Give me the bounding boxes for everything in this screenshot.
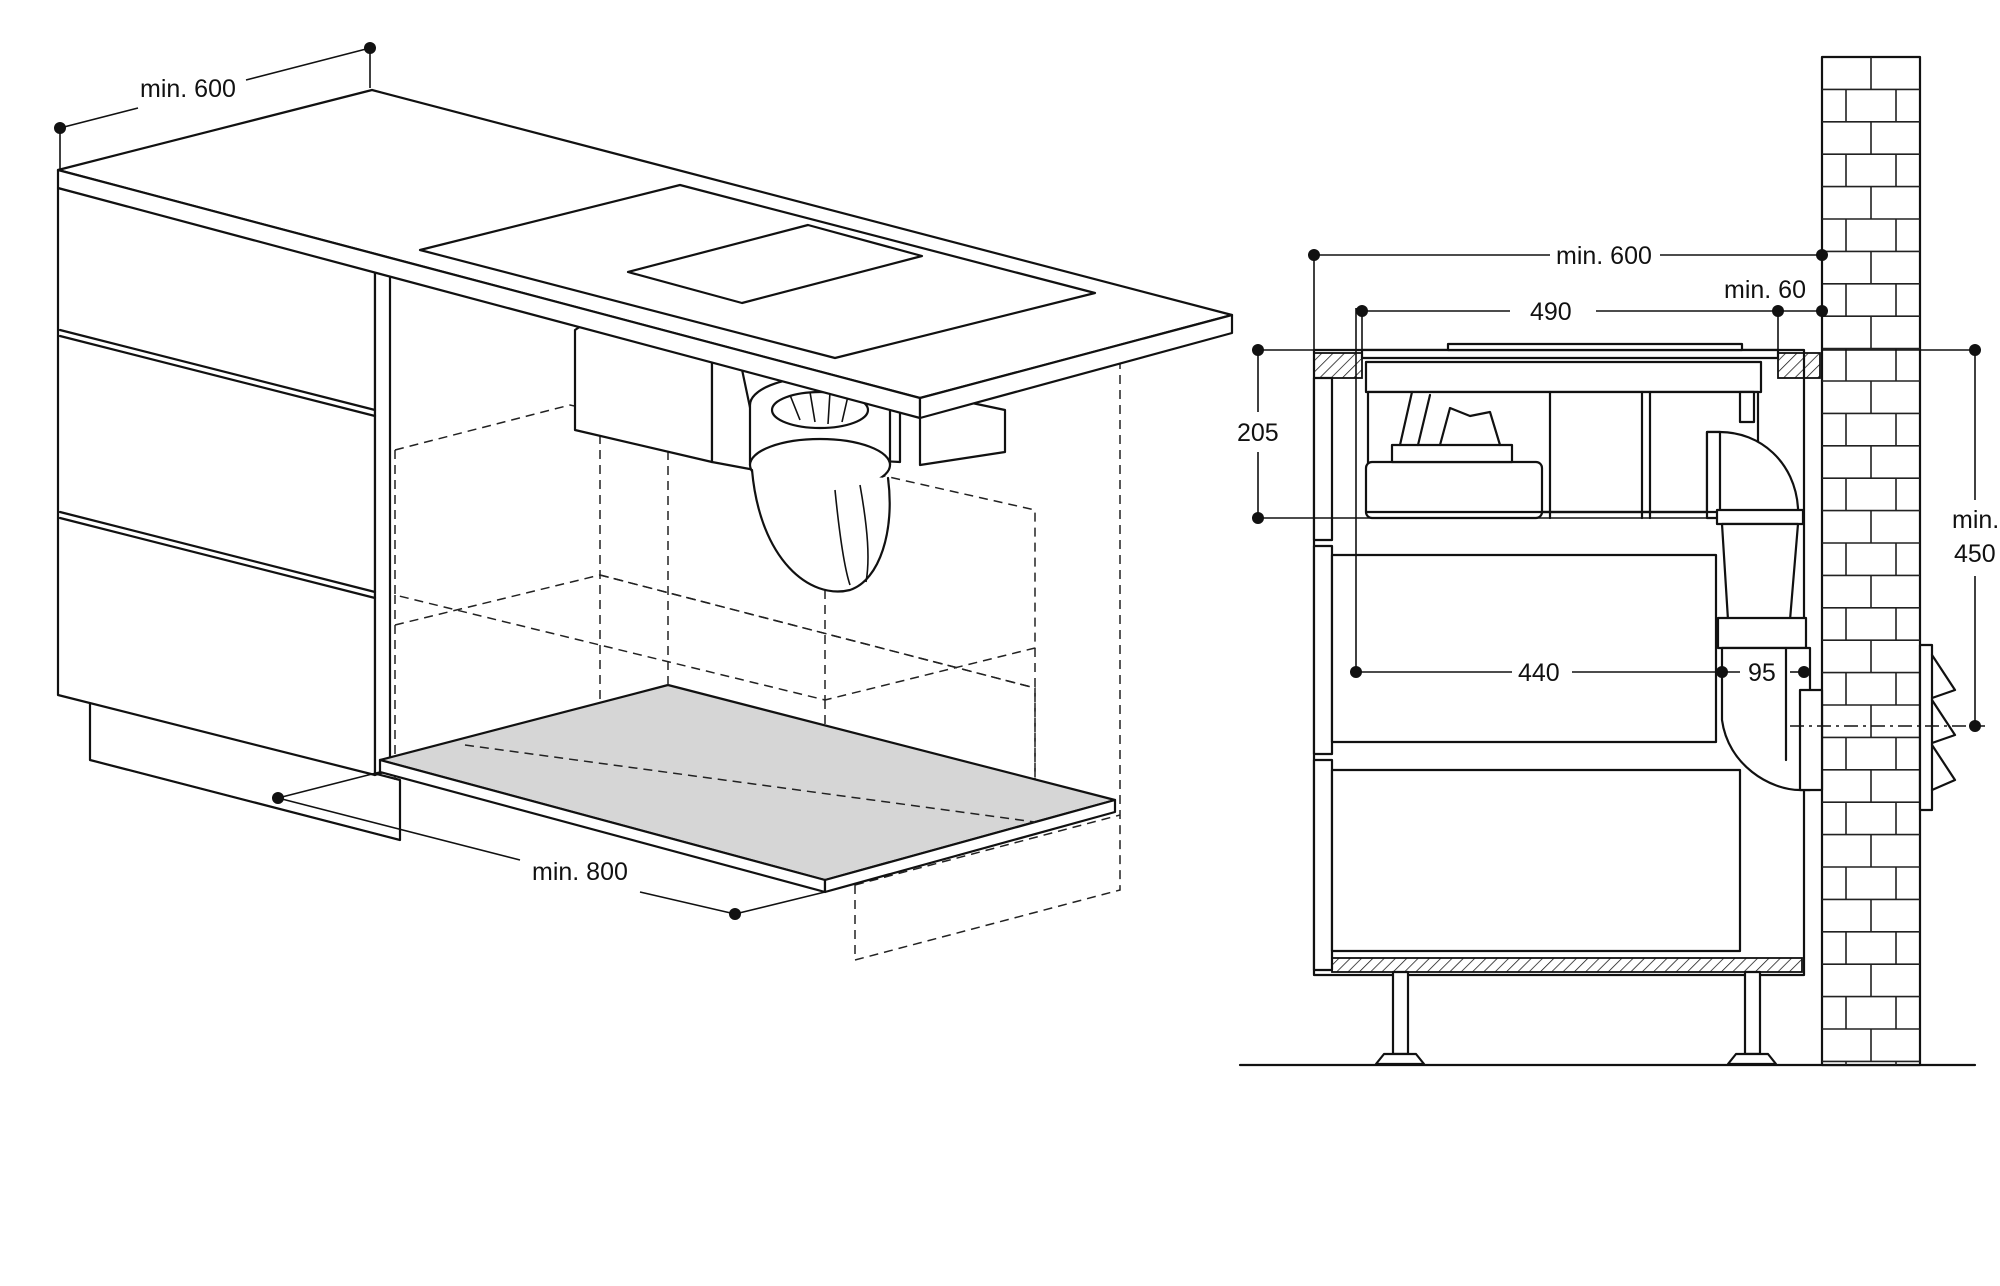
dimension-unit-depth: 440 — [1350, 308, 1728, 687]
dimension-section-depth: min. 600 — [1308, 242, 1828, 350]
drawer-cabinet — [56, 186, 392, 777]
dimension-label-duct: 95 — [1748, 659, 1776, 687]
dimension-wall-gap: min. 60 — [1724, 255, 1828, 350]
dimension-label-depth: min. 600 — [140, 75, 236, 103]
dimension-label-vent-height-1: min. — [1952, 506, 1999, 534]
floor-plate — [378, 450, 1117, 894]
dimension-depth: min. 600 — [54, 42, 376, 170]
dimension-vent-height: min. 450 — [1822, 344, 1999, 732]
dimension-label-height: 205 — [1237, 419, 1279, 447]
dimension-width: min. 800 — [272, 771, 826, 920]
hob-unit — [1364, 390, 1760, 520]
exhaust-duct — [1705, 430, 1824, 792]
dimension-label-section-depth: min. 600 — [1556, 242, 1652, 270]
dimension-label-wall-gap: min. 60 — [1724, 276, 1806, 304]
brick-wall — [1820, 55, 1922, 1067]
section-view: min. 600 490 min. 60 205 — [1237, 55, 1999, 1067]
dimension-hob-depth: 490 — [1356, 298, 1784, 350]
dimension-duct: 95 — [1722, 659, 1810, 687]
countertop-section — [1313, 342, 1821, 394]
wall-vent — [1790, 643, 1985, 812]
dimension-label-hob-depth: 490 — [1530, 298, 1572, 326]
isometric-view: min. 600 min. 800 — [54, 42, 1234, 961]
cooktop-zone — [626, 223, 924, 305]
downdraft-motor-unit — [573, 318, 1007, 593]
dimension-label-vent-height-2: 450 — [1954, 540, 1996, 568]
dimension-label-width: min. 800 — [532, 858, 628, 886]
countertop — [56, 88, 1234, 420]
dimension-height: 205 — [1237, 344, 1715, 524]
dimension-label-unit-depth: 440 — [1518, 659, 1560, 687]
